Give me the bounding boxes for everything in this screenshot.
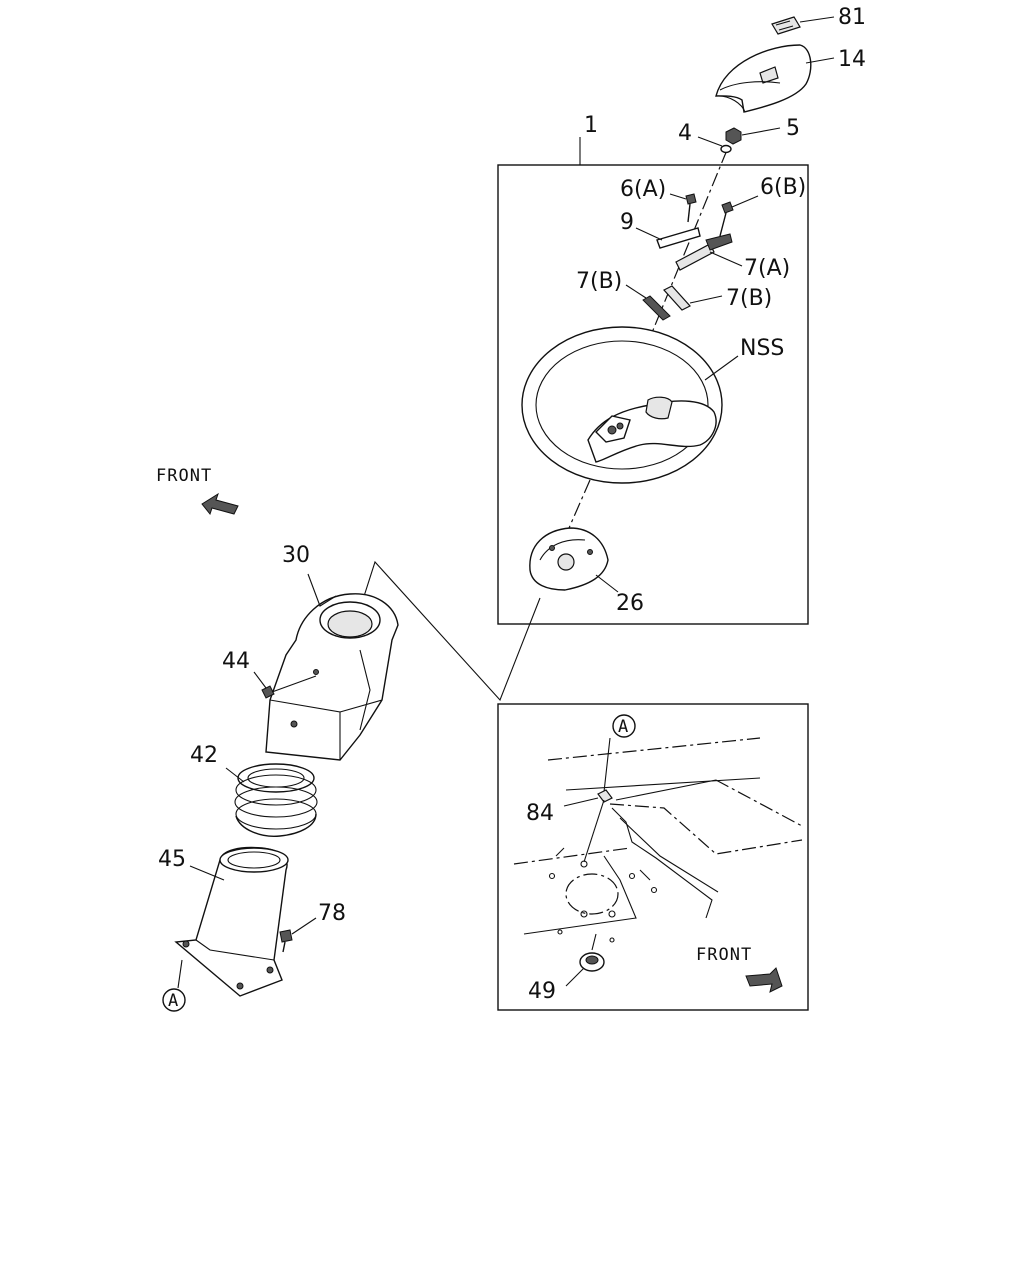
label-7b-right: 7(B) <box>726 286 772 311</box>
part-78-bolt <box>279 929 293 953</box>
leader-45 <box>189 865 225 881</box>
ref-a-inset-circle <box>612 714 636 738</box>
label-ref-a-bottom: A <box>168 991 179 1011</box>
leader-7b-right <box>689 295 723 304</box>
leader-84 <box>563 797 599 807</box>
label-1: 1 <box>584 113 598 138</box>
assembly-box-1 <box>497 164 809 625</box>
part-84-line <box>583 799 605 863</box>
part-30-column-cover <box>265 593 399 761</box>
leader-6a <box>669 193 687 200</box>
label-7a: 7(A) <box>744 256 790 281</box>
part-4-washer <box>720 144 732 154</box>
label-9: 9 <box>620 210 634 235</box>
part-nss-steering-wheel <box>521 326 723 484</box>
part-45-boot <box>174 846 289 997</box>
leader-78 <box>291 917 317 935</box>
label-42: 42 <box>190 743 218 768</box>
label-81: 81 <box>838 5 866 30</box>
part-6a-bolt <box>685 193 697 223</box>
front-arrow-inset-icon <box>745 967 783 993</box>
part-44-screw <box>261 675 317 699</box>
axis-line-lower <box>554 479 591 561</box>
part-14-horn-cover <box>715 44 812 113</box>
part-7b-left-connector <box>642 295 671 321</box>
leader-30 <box>307 573 337 607</box>
part-7b-right-connector <box>663 285 691 311</box>
part-42-bellows <box>234 763 318 837</box>
label-6a: 6(A) <box>620 177 666 202</box>
label-45: 45 <box>158 847 186 872</box>
leader-14 <box>805 57 835 64</box>
inset-floor-view <box>513 737 803 943</box>
leader-7b-left <box>625 284 647 299</box>
leader-81 <box>799 16 835 23</box>
part-81-switch <box>771 16 801 35</box>
leader-5 <box>741 127 781 136</box>
label-5: 5 <box>786 116 800 141</box>
label-front-upper: FRONT <box>156 466 212 486</box>
part-6b-bolt <box>719 201 734 237</box>
leader-6b <box>731 195 759 208</box>
label-front-inset: FRONT <box>696 945 752 965</box>
leader-7a <box>709 251 743 267</box>
part-84-clip <box>597 789 613 803</box>
leader-49 <box>565 967 585 987</box>
label-49: 49 <box>528 979 556 1004</box>
leader-42 <box>225 767 245 783</box>
label-44: 44 <box>222 649 250 674</box>
leader-4 <box>697 136 723 147</box>
label-30: 30 <box>282 543 310 568</box>
leader-9 <box>635 227 663 241</box>
part-49-grommet <box>579 952 605 972</box>
leader-nss <box>704 355 739 381</box>
part-7a-connector <box>675 233 733 271</box>
front-arrow-upper-icon <box>201 492 239 516</box>
label-7b-left: 7(B) <box>576 269 622 294</box>
part-5-nut <box>725 127 742 145</box>
leader-26 <box>595 574 619 593</box>
label-26: 26 <box>616 591 644 616</box>
label-ref-a-inset: A <box>618 717 629 737</box>
ref-a-bottom-circle <box>162 988 186 1012</box>
label-4: 4 <box>678 121 692 146</box>
leader-49-up <box>591 933 597 951</box>
inset-box <box>497 703 809 1011</box>
part-9-plate <box>656 227 701 249</box>
leader-ref-a-bottom <box>177 959 183 989</box>
leader-ref-a-inset <box>603 737 611 793</box>
label-14: 14 <box>838 47 866 72</box>
part-26-hub-cover <box>529 527 609 591</box>
label-84: 84 <box>526 801 554 826</box>
label-nss: NSS <box>740 336 784 361</box>
leader-44 <box>253 671 267 689</box>
label-6b: 6(B) <box>760 175 806 200</box>
label-78: 78 <box>318 901 346 926</box>
